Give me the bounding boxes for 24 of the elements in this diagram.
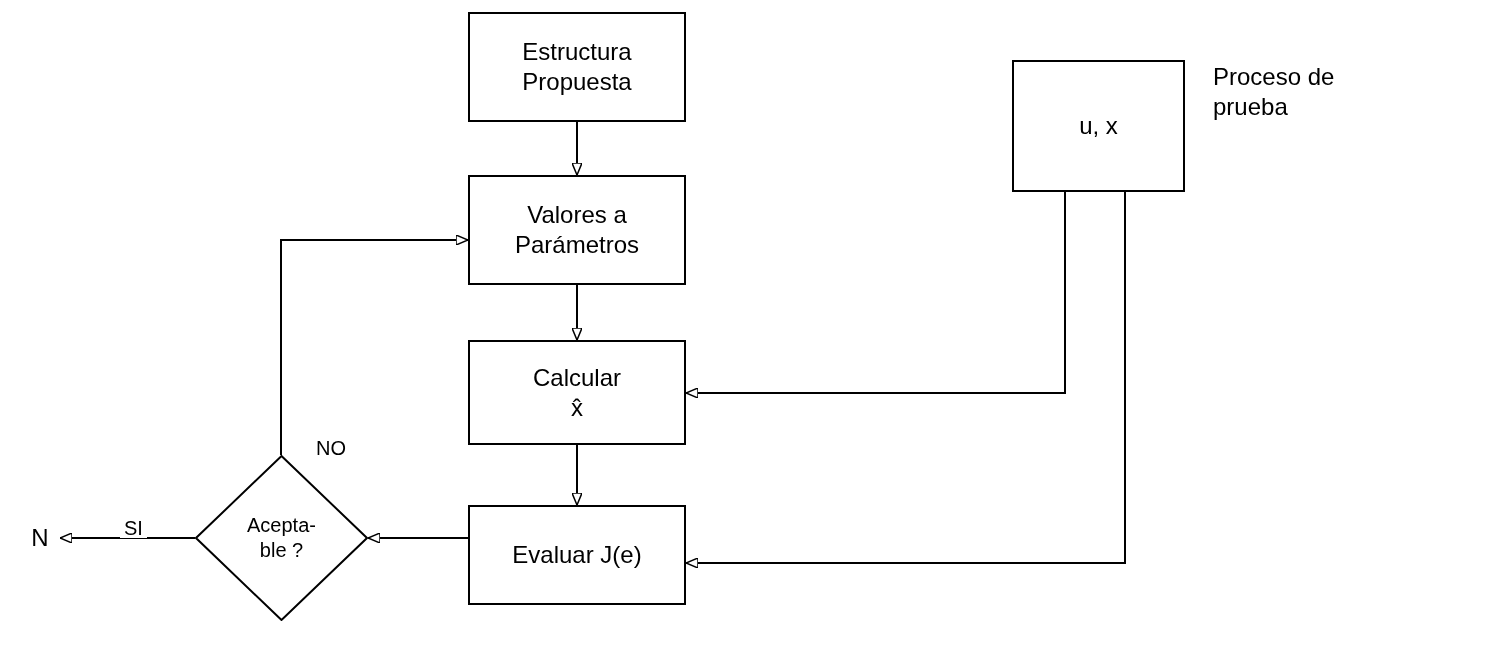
arrow <box>685 191 1126 569</box>
process-box <box>1012 60 1185 192</box>
process-box <box>468 505 686 605</box>
decision-diamond <box>195 455 368 621</box>
node-text: Acepta- ble ? <box>246 513 317 563</box>
node-text: Valores a Parámetros <box>513 200 640 260</box>
node-text: Evaluar J(e) <box>512 540 642 570</box>
process-box <box>468 12 686 122</box>
arrow <box>59 532 196 544</box>
arrow <box>367 532 469 544</box>
node-text: Calcular <box>533 362 621 393</box>
end-label: N <box>31 523 49 553</box>
node-text: x̂ <box>571 392 583 423</box>
arrow <box>571 284 583 341</box>
process-box <box>468 175 686 285</box>
arrow <box>571 121 583 176</box>
edge-label: SI <box>120 518 147 538</box>
arrow <box>571 444 583 506</box>
node-text: Estructura Propuesta <box>521 37 633 97</box>
arrow <box>685 191 1066 399</box>
arrow <box>280 234 469 456</box>
node-text: u, x <box>1079 111 1118 141</box>
side-caption: Proceso de prueba <box>1213 62 1336 122</box>
process-box <box>468 340 686 445</box>
